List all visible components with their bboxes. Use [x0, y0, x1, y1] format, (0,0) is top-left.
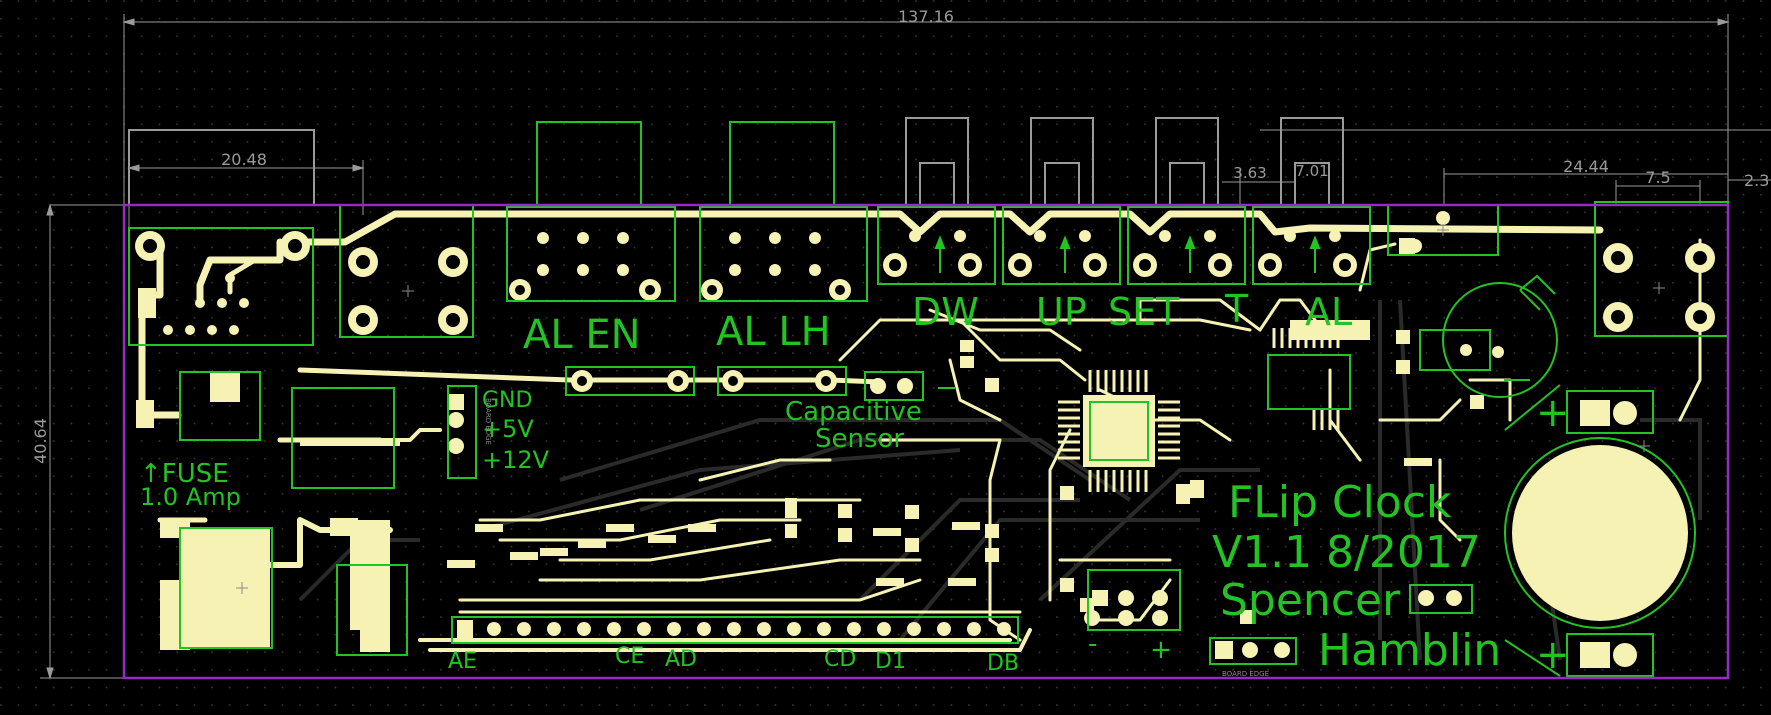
label-al-lh: AL LH — [716, 309, 831, 355]
label-fuse: ↑FUSE — [140, 459, 229, 489]
label-db: DB — [987, 651, 1019, 676]
label-plus-bottom: + — [1536, 632, 1570, 678]
label-dw: DW — [912, 290, 979, 334]
switch-arrows — [934, 235, 1321, 273]
label-5v: +5V — [482, 415, 534, 443]
dimension-jack-width: 20.48 — [221, 150, 267, 169]
label-set: SET — [1108, 290, 1180, 334]
header-pin-row — [457, 620, 1011, 638]
label-ad: AD — [665, 647, 697, 672]
label-plus-top: + — [1536, 390, 1570, 436]
pad-holes — [143, 239, 1707, 386]
origin-markers — [236, 224, 1665, 594]
dimension-switch-spacing-b: 7.01 — [1295, 162, 1328, 180]
mechanical-outlines — [128, 117, 1344, 206]
label-cd: CD — [824, 647, 856, 672]
copper-fills — [136, 288, 1370, 652]
dimension-overall-width: 137.16 — [898, 7, 954, 26]
label-ae: AE — [448, 649, 477, 674]
label-plus-small: + — [1150, 635, 1172, 665]
label-author-last: Hamblin — [1318, 625, 1501, 676]
label-al-en: AL EN — [523, 312, 641, 358]
label-ce: CE — [615, 644, 644, 669]
label-up: UP — [1036, 290, 1087, 334]
label-board-edge-bottom: BOARD EDGE — [1222, 670, 1269, 678]
small-pads — [163, 211, 1637, 668]
label-12v: +12V — [482, 446, 550, 474]
dimension-right-small: 7.5 — [1645, 168, 1670, 187]
board-edge-outline — [122, 203, 1730, 680]
label-author-first: Spencer — [1220, 575, 1401, 626]
label-capacitive: Capacitive — [785, 397, 922, 427]
label-version: V1.1 8/2017 — [1212, 527, 1481, 578]
label-minus: - — [1088, 629, 1097, 659]
qfp-chip-small — [1267, 328, 1351, 430]
dimension-switch-spacing-a: 3.63 — [1233, 164, 1266, 182]
dimension-overall-height: 40.64 — [31, 418, 50, 464]
label-al: AL — [1305, 290, 1352, 334]
label-sensor: Sensor — [815, 424, 904, 454]
dimension-lines — [40, 14, 1771, 680]
dimension-right-edge: 2.3 — [1744, 171, 1769, 190]
label-board-edge-left: BOARD EDGE — [484, 398, 492, 445]
label-board-title: FLip Clock — [1228, 477, 1452, 528]
label-t: T — [1224, 287, 1249, 331]
qfp-chip-main — [1058, 370, 1180, 492]
label-d1: D1 — [875, 649, 906, 674]
smd-components — [447, 330, 1484, 586]
label-fuse-rating: 1.0 Amp — [140, 483, 241, 511]
dimension-right-span: 24.44 — [1563, 157, 1609, 176]
through-hole-pads — [135, 231, 1715, 621]
label-gnd: GND — [482, 388, 532, 413]
